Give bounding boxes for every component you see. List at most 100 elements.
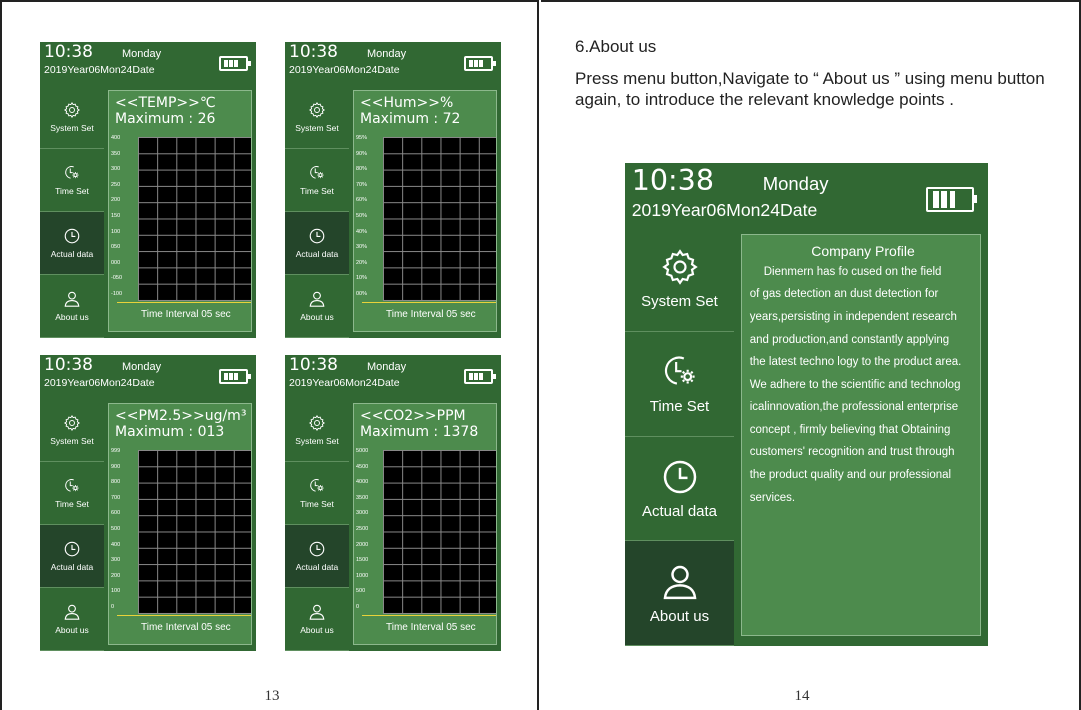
profile-title: Company Profile — [811, 242, 915, 259]
profile-line: years,persisting in independent research — [749, 310, 957, 323]
axis-tick-label: 150 — [111, 213, 121, 219]
profile-line: of gas detection an dust detection for — [749, 288, 939, 301]
baseline-line — [117, 615, 251, 616]
sidebar-item-label: Time Set — [649, 398, 710, 416]
axis-tick-label: 00% — [356, 291, 368, 297]
sidebar-item-about-us[interactable]: About us — [625, 541, 734, 646]
clock-time: 10:38 — [289, 42, 338, 62]
axis-tick-label: 300 — [111, 557, 121, 564]
clock-time: 10:38 — [289, 355, 338, 375]
sidebar-item-label: System Set — [295, 123, 339, 133]
profile-line: services. — [749, 491, 796, 504]
baseline-line — [117, 302, 251, 303]
axis-tick-label: 3500 — [356, 494, 369, 501]
axis-tick-label: 70% — [356, 181, 368, 188]
sidebar-item-label: Actual data — [295, 249, 339, 259]
sidebar-item-about-us[interactable]: About us — [285, 588, 349, 651]
profile-line: concept , firmly believing that Obtainin… — [749, 423, 951, 436]
user-icon — [63, 603, 81, 621]
battery-icon — [219, 56, 251, 71]
sidebar-item-about-us[interactable]: About us — [40, 588, 104, 651]
sidebar-item-label: Actual data — [641, 502, 718, 520]
axis-tick-label: 50% — [356, 213, 368, 219]
axis-tick-label: 2000 — [356, 541, 369, 548]
weekday: Monday — [367, 48, 407, 60]
axis-tick-label: 700 — [111, 494, 121, 501]
clock-icon — [308, 540, 326, 558]
axis-tick-label: 500 — [111, 526, 121, 532]
sidebar-item-label: Actual data — [295, 562, 339, 572]
sidebar-item-actual-data[interactable]: Actual data — [285, 525, 349, 588]
sidebar-item-system-set[interactable]: System Set — [285, 399, 349, 462]
clock-gear-icon — [308, 477, 326, 495]
axis-tick-label: 30% — [356, 244, 368, 251]
gear-icon — [308, 101, 326, 119]
sidebar-item-about-us[interactable]: About us — [285, 275, 349, 338]
sidebar-item-system-set[interactable]: System Set — [285, 86, 349, 149]
sidebar-item-time-set[interactable]: Time Set — [625, 332, 734, 437]
chart-maximum: Maximum : 013 — [115, 424, 225, 440]
sidebar-item-about-us[interactable]: About us — [40, 275, 104, 338]
date: 2019Year06Mon24Date — [631, 199, 818, 220]
sidebar-item-label: About us — [55, 625, 89, 635]
clock-gear-icon — [63, 477, 81, 495]
gear-icon — [308, 414, 326, 432]
axis-tick-label: 400 — [111, 541, 121, 548]
axis-tick-label: 5000 — [356, 448, 369, 454]
sidebar-item-system-set[interactable]: System Set — [40, 86, 104, 149]
clock-time: 10:38 — [44, 42, 93, 62]
chart-grid — [138, 450, 251, 614]
chart-title: <<TEMP>>℃ — [115, 95, 216, 111]
date: 2019Year06Mon24Date — [289, 377, 400, 389]
sidebar-item-system-set[interactable]: System Set — [40, 399, 104, 462]
date: 2019Year06Mon24Date — [289, 64, 400, 76]
user-icon — [308, 603, 326, 621]
axis-tick-label: 900 — [111, 463, 121, 470]
clock-icon — [63, 227, 81, 245]
axis-tick-label: 500 — [356, 588, 366, 595]
axis-tick-label: 999 — [111, 448, 121, 454]
sidebar-item-label: System Set — [641, 293, 718, 311]
user-icon — [660, 562, 700, 602]
chart-title: <<CO2>>PPM — [360, 408, 466, 424]
clock-icon — [308, 227, 326, 245]
sidebar-item-actual-data[interactable]: Actual data — [285, 212, 349, 275]
sidebar-item-actual-data[interactable]: Actual data — [40, 525, 104, 588]
user-icon — [308, 290, 326, 308]
time-interval: Time Interval 05 sec — [386, 622, 476, 633]
sidebar-item-label: Time Set — [55, 186, 89, 196]
sidebar-item-time-set[interactable]: Time Set — [40, 149, 104, 212]
sidebar-item-actual-data[interactable]: Actual data — [40, 212, 104, 275]
axis-tick-label: 200 — [111, 197, 121, 204]
sidebar-item-system-set[interactable]: System Set — [625, 227, 734, 332]
clock-gear-icon — [660, 352, 700, 392]
time-interval: Time Interval 05 sec — [386, 309, 476, 320]
sidebar-item-time-set[interactable]: Time Set — [285, 462, 349, 525]
clock-time: 10:38 — [44, 355, 93, 375]
axis-tick-label: 100 — [111, 588, 121, 595]
sidebar-item-time-set[interactable]: Time Set — [40, 462, 104, 525]
battery-icon — [464, 56, 496, 71]
time-interval: Time Interval 05 sec — [141, 622, 231, 633]
profile-line: We adhere to the scientific and technolo… — [749, 378, 961, 391]
axis-tick-label: 95% — [356, 135, 368, 141]
chart-title: <<Hum>>% — [360, 95, 454, 111]
baseline-line — [362, 302, 496, 303]
sidebar-item-actual-data[interactable]: Actual data — [625, 437, 734, 542]
axis-tick-label: 0 — [111, 604, 115, 610]
axis-tick-label: 3000 — [356, 510, 369, 517]
sidebar-item-label: System Set — [50, 436, 94, 446]
axis-tick-label: -050 — [111, 275, 123, 282]
sidebar-item-time-set[interactable]: Time Set — [285, 149, 349, 212]
axis-tick-label: 80% — [356, 166, 368, 173]
axis-tick-label: 40% — [356, 228, 368, 235]
sidebar-item-label: About us — [300, 312, 334, 322]
